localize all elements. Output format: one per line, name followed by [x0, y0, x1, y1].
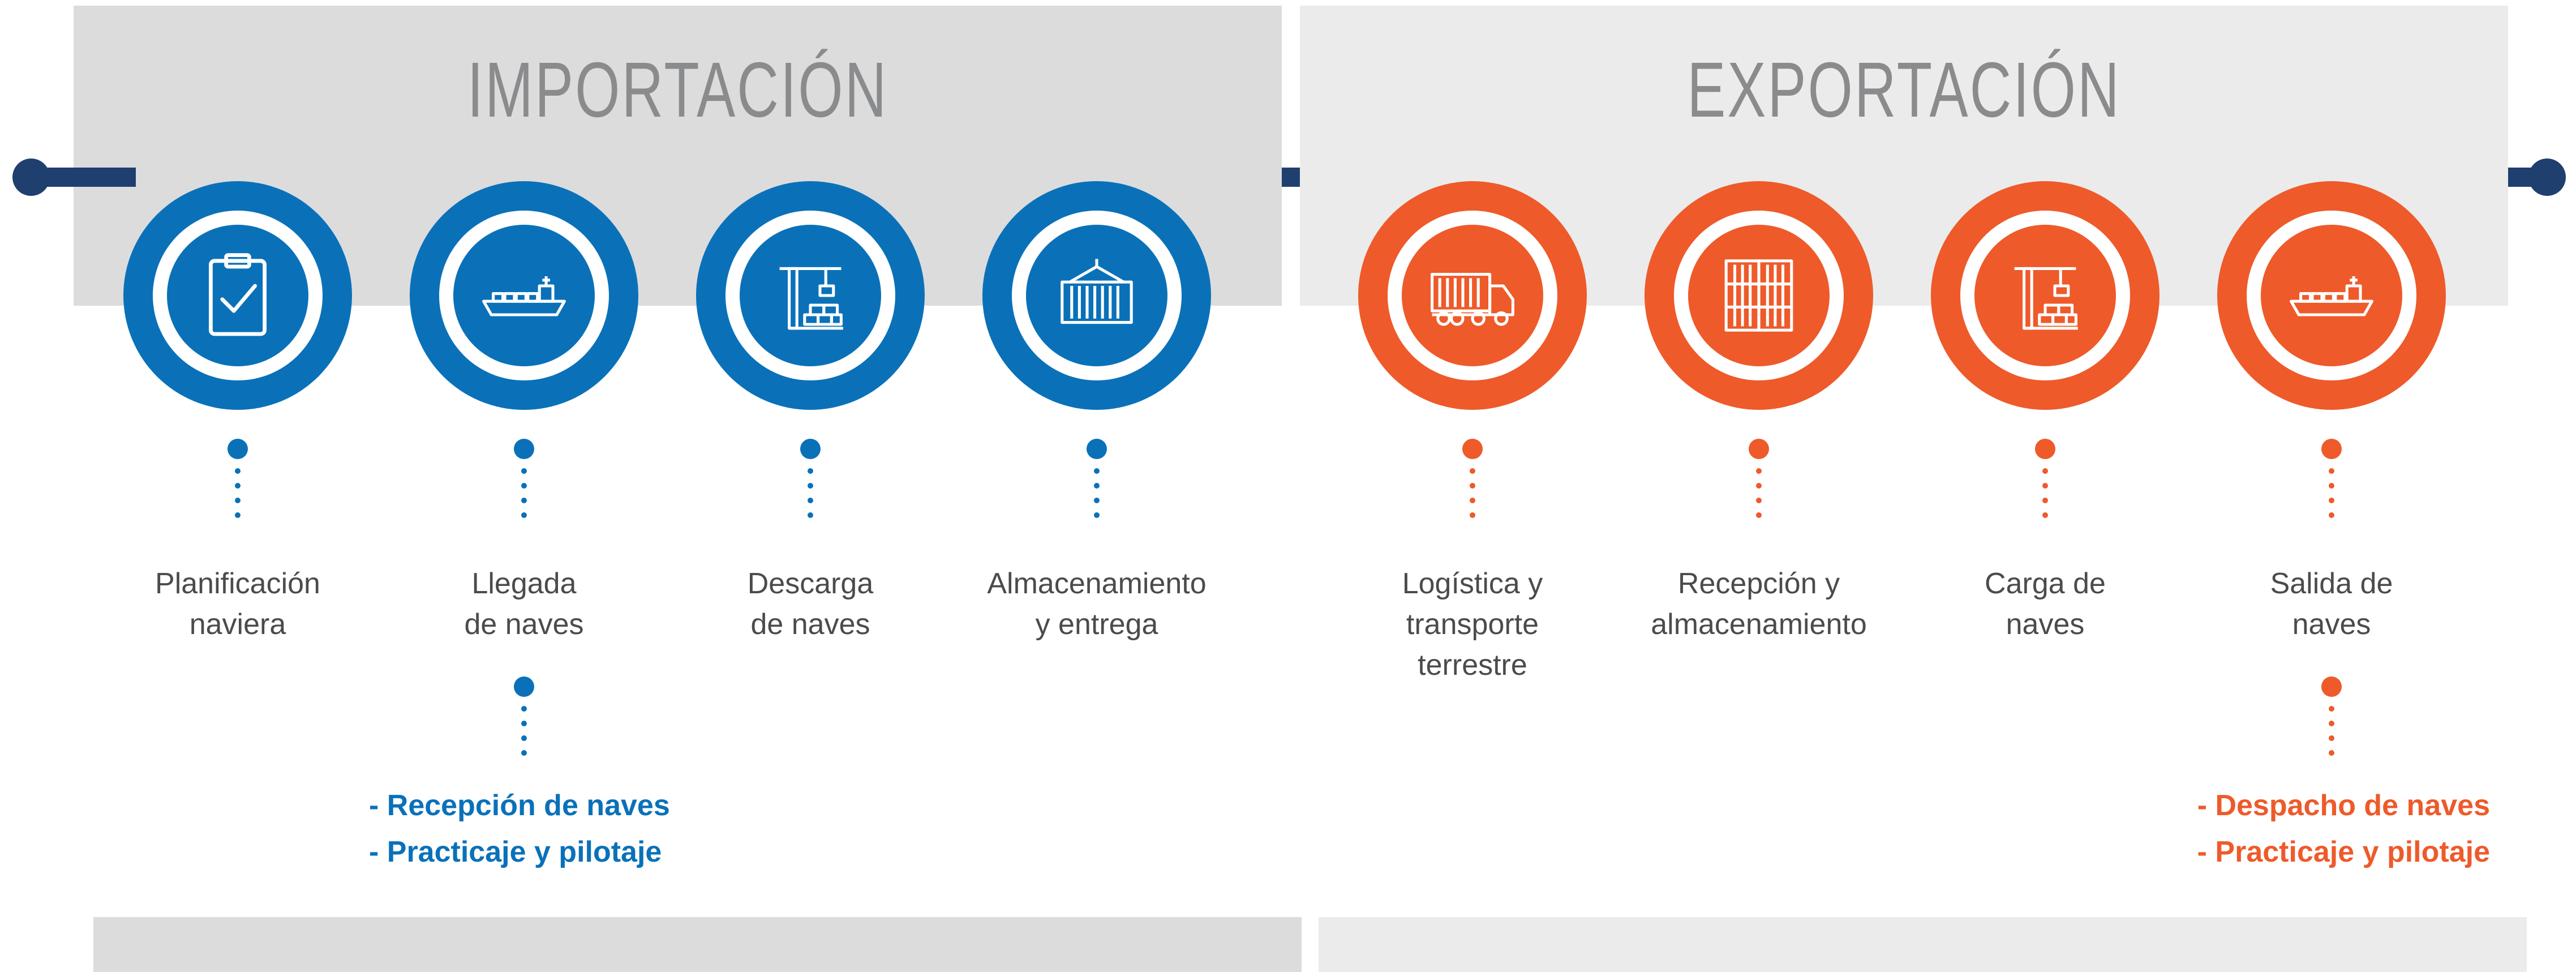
export-detail-item: - Despacho de naves: [2197, 789, 2490, 822]
import-detail-item: - Practicaje y pilotaje: [369, 836, 662, 868]
export-detail-item: - Practicaje y pilotaje: [2197, 836, 2490, 868]
detail-connector: [2321, 676, 2342, 756]
step-connector: [227, 439, 248, 518]
step-circle: [1645, 181, 1873, 410]
export-title: EXPORTACIÓN: [1687, 46, 2121, 134]
export-detail-list: - Despacho de naves - Practicaje y pilot…: [2139, 782, 2490, 875]
ship-icon: [482, 276, 566, 316]
step-connector: [2321, 439, 2342, 518]
step-label: Almacenamiento y entrega: [987, 567, 1207, 641]
import-title: IMPORTACIÓN: [467, 46, 888, 134]
bottom-right-panel: [1319, 917, 2527, 972]
step-circle: [2217, 181, 2446, 410]
crane-icon: [779, 267, 843, 330]
step-label: Salida de naves: [2270, 567, 2393, 641]
import-detail-list: - Recepción de naves - Practicaje y pilo…: [369, 782, 670, 875]
step-label: Logística y transporte terrestre: [1402, 567, 1543, 682]
step-circle: [123, 181, 352, 410]
step-connector: [800, 439, 821, 518]
ship-icon: [2290, 276, 2373, 316]
import-detail-item: - Recepción de naves: [369, 789, 670, 822]
timeline-start-cap: [12, 159, 50, 196]
step-circle: [982, 181, 1211, 410]
step-connector: [1749, 439, 1769, 518]
step-label: Llegada de naves: [464, 567, 584, 641]
crane-icon: [2014, 267, 2078, 330]
timeline-segment-middle: [1282, 168, 1300, 187]
step-connector: [514, 439, 534, 518]
timeline-end-cap: [2528, 159, 2566, 196]
step-circle: [410, 181, 638, 410]
truck-icon: [1431, 273, 1514, 326]
step-connector: [2035, 439, 2055, 518]
step-label: Planificación naviera: [155, 567, 320, 641]
step-connector: [1462, 439, 1483, 518]
step-circle: [1931, 181, 2159, 410]
step-circle: [696, 181, 925, 410]
stacked-containers-icon: [1724, 259, 1793, 332]
container-icon: [1061, 259, 1133, 324]
step-label: Descarga de naves: [747, 567, 874, 641]
detail-connector: [514, 676, 534, 756]
step-label: Carga de naves: [1985, 567, 2106, 641]
step-circle: [1358, 181, 1587, 410]
clipboard-check-icon: [209, 253, 267, 336]
step-connector: [1087, 439, 1107, 518]
step-label: Recepción y almacenamiento: [1651, 567, 1867, 641]
bottom-left-panel: [93, 917, 1302, 972]
